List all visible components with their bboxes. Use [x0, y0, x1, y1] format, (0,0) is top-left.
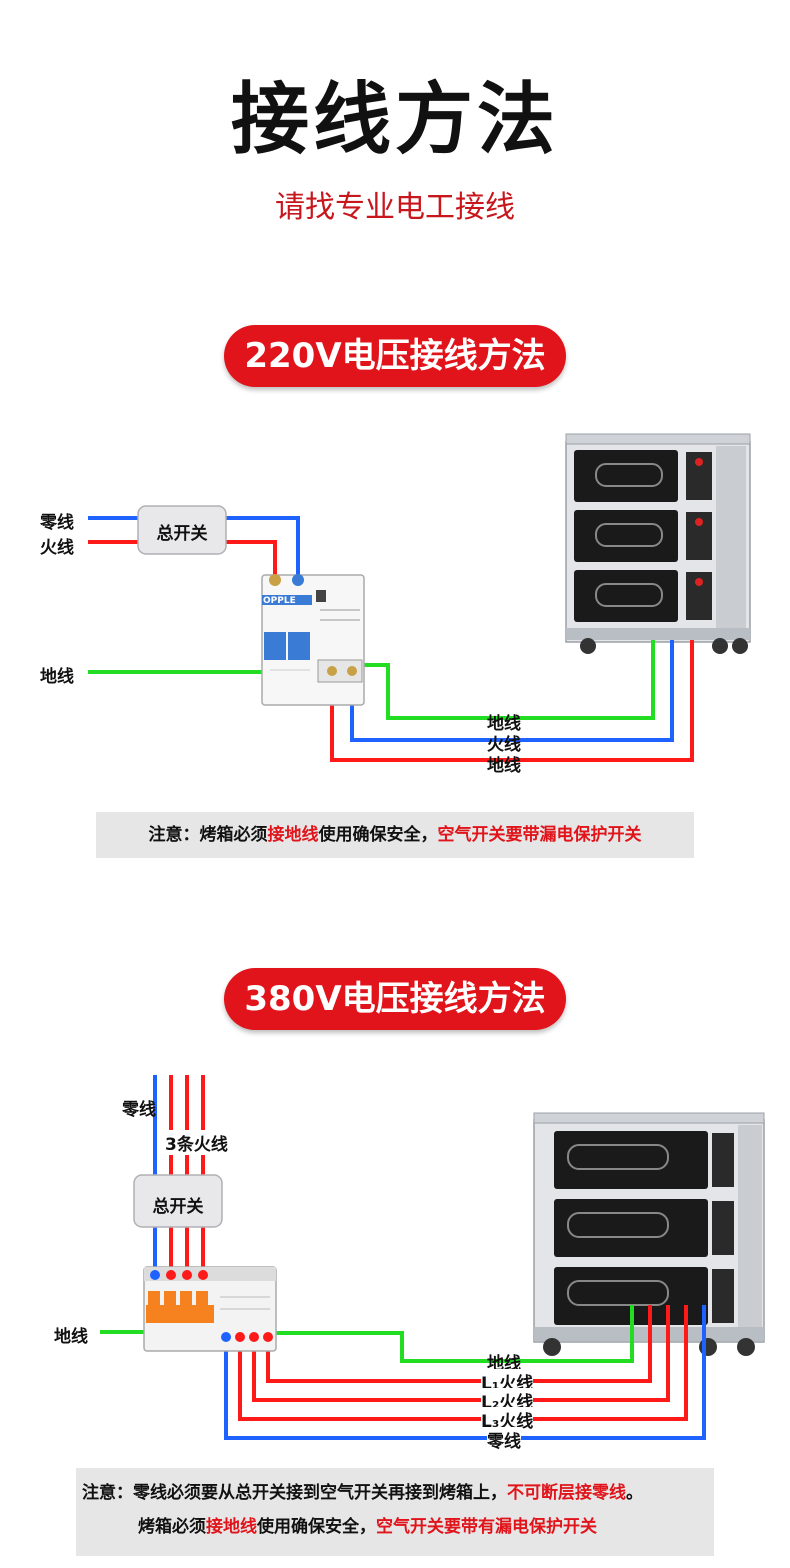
wiring-diagram-380v — [100, 1075, 765, 1440]
label-ground-380v: 地线 — [54, 1327, 88, 1347]
breaker-380v — [143, 1266, 277, 1352]
page-subtitle: 请找专业电工接线 — [275, 190, 515, 225]
note-220v: 注意：烤箱必须接地线使用确保安全，空气开关要带漏电保护开关 — [96, 812, 694, 858]
label-ground-220v: 地线 — [40, 667, 74, 687]
label-live-380v: 3条火线 — [163, 1130, 230, 1155]
page-title: 接线方法 — [230, 75, 559, 165]
main-switch-label-220v: 总开关 — [156, 524, 208, 544]
note-380v: 注意：零线必须要从总开关接到空气开关再接到烤箱上，不可断层接零线。 烤箱必须接地… — [76, 1468, 714, 1556]
heading-380v: 380V电压接线方法 — [224, 968, 566, 1030]
breaker-brand-220v: OPPLE — [263, 596, 296, 606]
label-right-ground2-220v: 地线 — [487, 756, 521, 776]
note-380v-line1: 注意：零线必须要从总开关接到空气开关再接到烤箱上，不可断层接零线。 — [82, 1483, 643, 1503]
label-right-ground-220v: 地线 — [487, 714, 521, 734]
wiring-diagram-220v — [88, 433, 751, 762]
heading-220v: 220V电压接线方法 — [224, 325, 566, 387]
oven-image-380v — [533, 1112, 765, 1356]
oven-image-220v — [565, 433, 751, 654]
main-switch-380v — [133, 1174, 223, 1228]
label-live-220v: 火线 — [40, 538, 74, 558]
label-right-live-220v: 火线 — [487, 735, 521, 755]
label-neutral-220v: 零线 — [40, 513, 74, 533]
note-380v-line2: 烤箱必须接地线使用确保安全，空气开关要带有漏电保护开关 — [138, 1517, 597, 1537]
label-right-neutral-380v: 零线 — [487, 1427, 521, 1452]
main-switch-220v — [137, 505, 227, 555]
breaker-220v — [261, 574, 365, 706]
label-neutral-380v: 零线 — [122, 1100, 156, 1120]
main-switch-label-380v: 总开关 — [152, 1197, 204, 1217]
